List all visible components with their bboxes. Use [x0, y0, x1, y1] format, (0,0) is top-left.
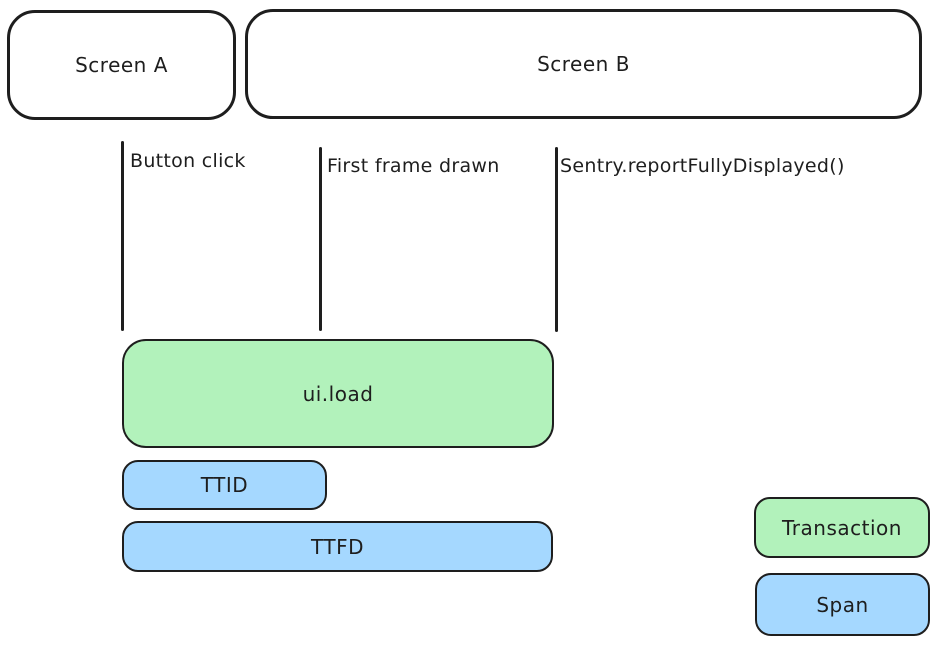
- screen-a-box: Screen A: [7, 10, 236, 120]
- bar-ttfd-label: TTFD: [311, 534, 364, 559]
- bar-ttid-span: TTID: [122, 460, 327, 510]
- event-label-button-click: Button click: [130, 150, 246, 172]
- event-line-first-frame-drawn: [319, 147, 322, 331]
- legend-span-box: Span: [755, 573, 930, 636]
- legend-transaction-label: Transaction: [782, 515, 902, 540]
- bar-ttfd-span: TTFD: [122, 521, 553, 572]
- event-line-report-fully-displayed: [555, 147, 558, 332]
- event-line-button-click: [121, 141, 124, 331]
- screen-b-box: Screen B: [245, 9, 922, 119]
- event-label-first-frame-drawn: First frame drawn: [327, 155, 500, 177]
- bar-ui-load-label: ui.load: [302, 381, 374, 406]
- bar-ttid-label: TTID: [200, 473, 249, 497]
- bar-ui-load-transaction: ui.load: [122, 339, 554, 448]
- event-label-report-fully-displayed: Sentry.reportFullyDisplayed(): [560, 155, 845, 177]
- screen-a-label: Screen A: [75, 53, 168, 77]
- screen-b-label: Screen B: [537, 52, 630, 76]
- legend-transaction-box: Transaction: [754, 497, 930, 558]
- legend-span-label: Span: [816, 592, 869, 617]
